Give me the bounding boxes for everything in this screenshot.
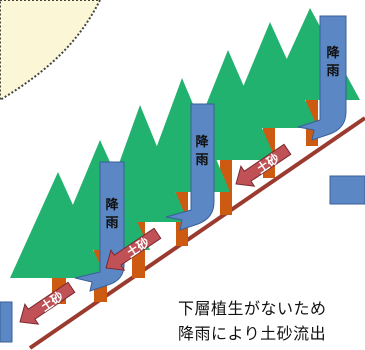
slope-line xyxy=(28,116,365,350)
rain-label: 降 xyxy=(195,134,209,150)
rain-label: 雨 xyxy=(105,216,118,231)
rain-arrows xyxy=(74,15,347,292)
caption-line-1: 下層植生がないため xyxy=(178,299,327,318)
tree-canopy xyxy=(226,22,318,128)
rain-label: 雨 xyxy=(195,153,208,168)
caption-line-2: 降雨により土砂流出 xyxy=(178,324,327,343)
rain-arrow xyxy=(165,103,215,231)
label-box xyxy=(0,301,13,343)
rain-labels: 降 雨 降 雨 降 雨 xyxy=(105,45,340,231)
speech-bubble xyxy=(0,0,102,102)
label-box xyxy=(329,175,365,205)
rain-label: 雨 xyxy=(326,64,339,79)
rain-label: 降 xyxy=(105,197,119,213)
tree-canopy xyxy=(10,172,106,278)
rain-label: 降 xyxy=(326,45,340,61)
rain-arrow xyxy=(297,15,347,141)
